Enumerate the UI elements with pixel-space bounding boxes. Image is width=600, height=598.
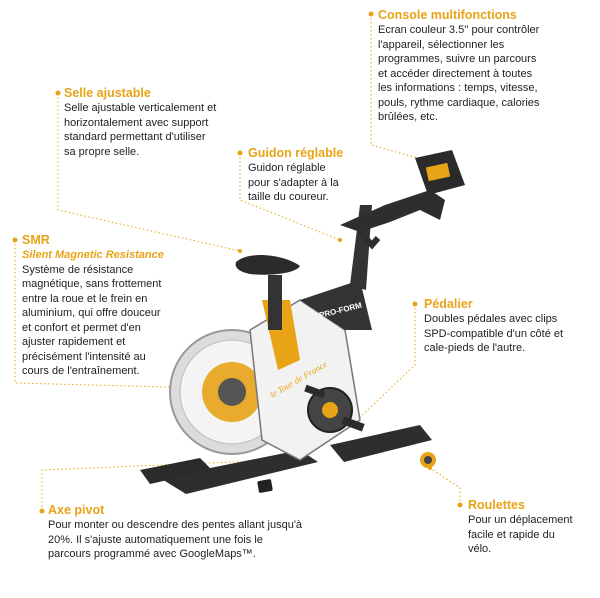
callout-pivot: Axe pivot Pour monter ou descendre des p… bbox=[48, 503, 348, 562]
callout-console-title: Console multifonctions bbox=[378, 8, 517, 22]
callout-saddle-title: Selle ajustable bbox=[64, 86, 151, 100]
callout-wheels: Roulettes Pour un déplacement facile et … bbox=[468, 498, 593, 557]
callout-console: Console multifonctions Ecran couleur 3.5… bbox=[378, 8, 588, 125]
console bbox=[415, 150, 465, 195]
callout-pivot-body: Pour monter ou descendre des pentes alla… bbox=[48, 519, 303, 560]
handlebars bbox=[340, 190, 445, 250]
callout-pivot-title: Axe pivot bbox=[48, 503, 105, 517]
callout-wheels-body: Pour un déplacement facile et rapide du … bbox=[468, 514, 573, 555]
callout-pedals-body: Doubles pédales avec clips SPD-compatibl… bbox=[424, 313, 564, 354]
callout-pedals-title: Pédalier bbox=[424, 297, 473, 311]
callout-smr-subtitle: Silent Magnetic Resistance bbox=[22, 249, 164, 261]
bike-base bbox=[160, 425, 436, 494]
callout-smr: SMR Silent Magnetic Resistance Système d… bbox=[22, 233, 192, 379]
saddle bbox=[235, 255, 300, 275]
callout-pedals: Pédalier Doubles pédales avec clips SPD-… bbox=[424, 297, 594, 356]
callout-handlebar-body: Guidon réglable pour s'adapter à la tail… bbox=[248, 162, 339, 203]
callout-console-body: Ecran couleur 3.5'' pour contrôler l'app… bbox=[378, 24, 540, 123]
leader-lines bbox=[14, 14, 461, 511]
crank-pedals bbox=[304, 384, 365, 433]
callout-handlebar: Guidon réglable Guidon réglable pour s'a… bbox=[248, 146, 378, 205]
callout-smr-title: SMR bbox=[22, 233, 50, 247]
callout-saddle-body: Selle ajustable verticalement et horizon… bbox=[64, 102, 217, 158]
callout-saddle: Selle ajustable Selle ajustable vertical… bbox=[64, 86, 264, 159]
callout-smr-body: Système de résistance magnétique, sans f… bbox=[22, 263, 162, 378]
callout-handlebar-title: Guidon réglable bbox=[248, 146, 344, 160]
rear-stabilizer bbox=[140, 458, 212, 484]
callout-wheels-title: Roulettes bbox=[468, 498, 525, 512]
